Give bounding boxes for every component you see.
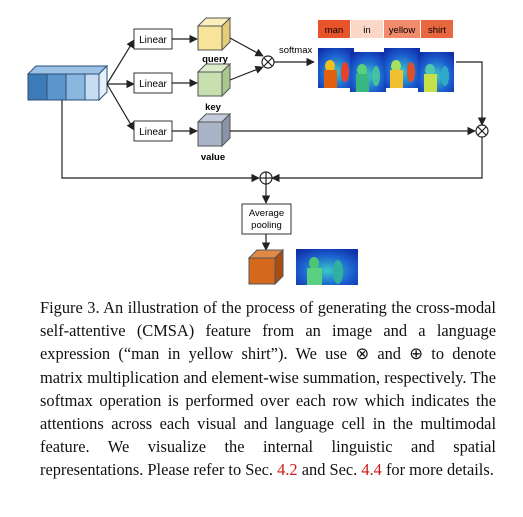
linear-label: Linear (139, 127, 167, 138)
average-pooling-box: Average pooling (241, 203, 292, 235)
softmax-label: softmax (279, 45, 313, 56)
linear-label: Linear (139, 35, 167, 46)
linear-box-value: Linear (133, 120, 173, 142)
value-label: value (201, 152, 225, 163)
sum-icon (259, 171, 273, 185)
query-cube: query (196, 16, 232, 65)
value-cube: value (196, 112, 232, 163)
pooling-line-2: pooling (251, 220, 282, 231)
word-labels: man in yellow shirt (318, 20, 453, 38)
pooling-line-1: Average (249, 208, 284, 219)
caption-text: for more details. (381, 460, 494, 480)
figure-caption: Figure 3. An illustration of the process… (40, 296, 496, 482)
attention-map-4 (418, 52, 454, 92)
linear-label: Linear (139, 79, 167, 90)
section-ref-link[interactable]: 4.4 (361, 460, 382, 480)
key-cube: key (196, 62, 232, 113)
linear-box-key: Linear (133, 72, 173, 94)
multiply-icon (475, 124, 489, 138)
caption-text: and Sec. (297, 460, 362, 480)
attention-map-1 (318, 48, 354, 88)
output-heatmap (296, 249, 358, 285)
section-ref-link[interactable]: 4.2 (277, 460, 298, 480)
word-man: man (325, 25, 343, 36)
word-in: in (363, 25, 370, 36)
input-feature (26, 64, 109, 102)
caption-text: Figure 3. An illustration of the process… (40, 298, 496, 480)
attention-map-2 (350, 52, 386, 92)
key-label: key (205, 102, 222, 113)
branch-lines (61, 39, 260, 183)
cmsa-diagram: Linear Linear Linear query key value (26, 16, 489, 286)
word-yellow: yellow (389, 25, 416, 36)
output-cube (247, 248, 285, 286)
query-label: query (202, 54, 229, 65)
linear-box-query: Linear (133, 28, 173, 50)
multiply-icon (261, 55, 275, 69)
word-shirt: shirt (428, 25, 446, 36)
attention-map-3 (384, 48, 420, 88)
attention-maps (318, 48, 454, 92)
